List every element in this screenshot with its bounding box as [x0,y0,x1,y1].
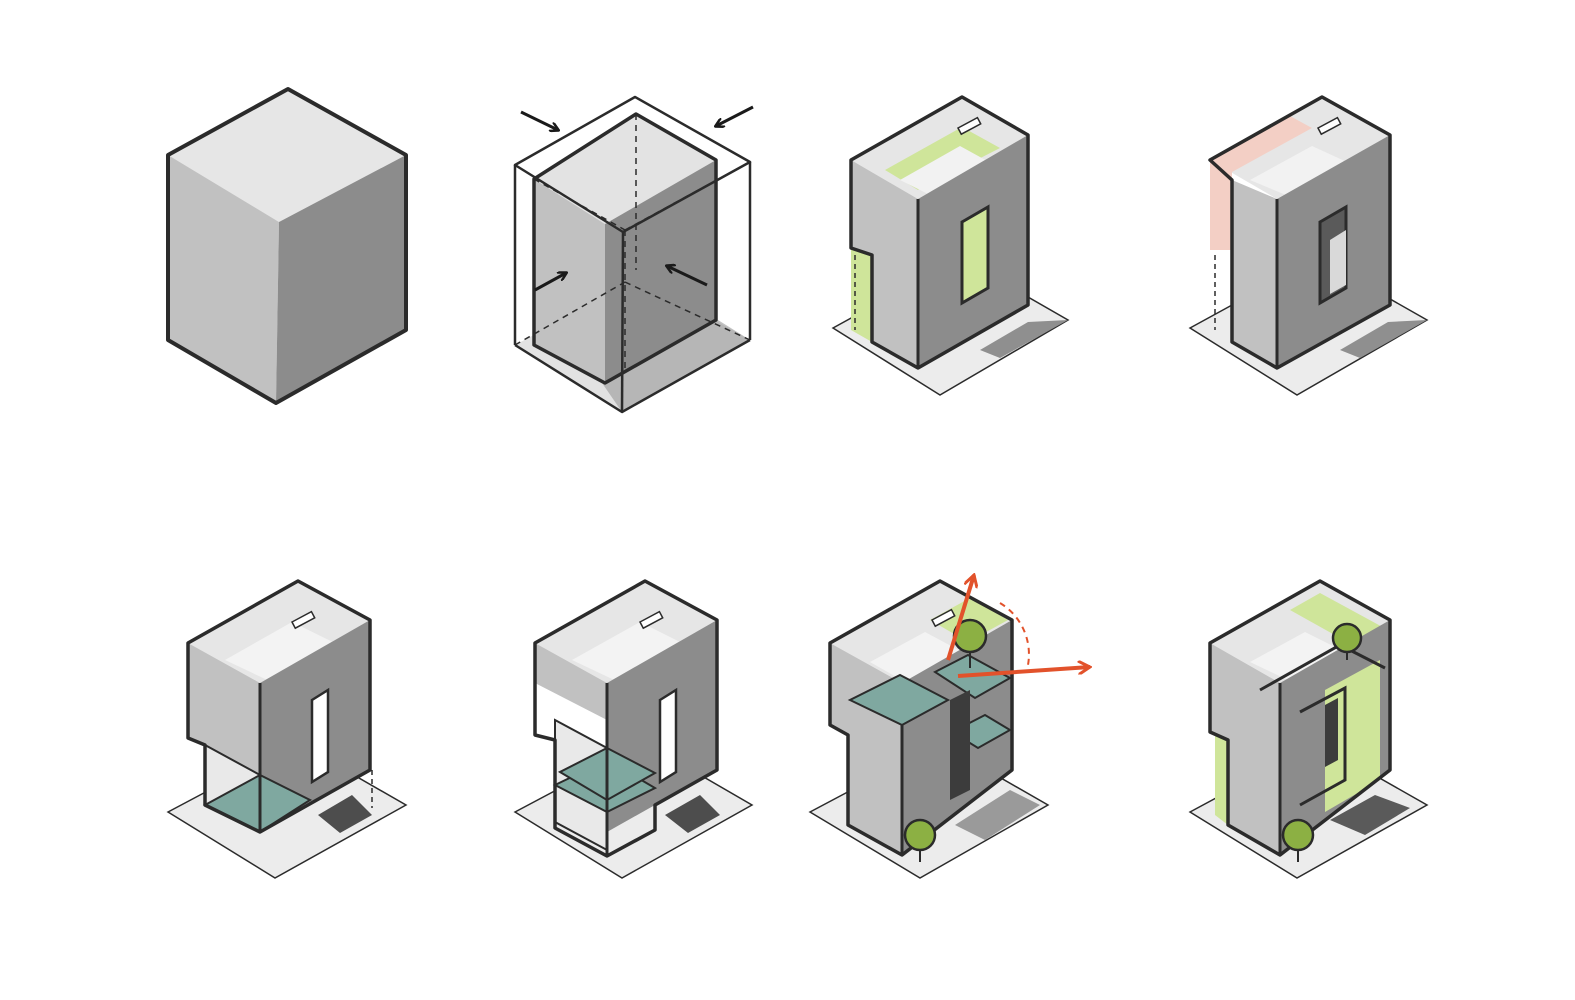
skylight-slot [290,610,316,630]
window-slot-icon [1325,698,1338,767]
tree-icon [903,818,937,862]
building-outline [533,579,719,858]
window-slot-icon [950,690,970,800]
cube-icon [166,87,408,405]
window-slot-icon [310,687,330,785]
shadow [980,320,1068,358]
shadow [955,790,1040,840]
left-face [851,160,918,368]
cube-left-face [168,155,279,403]
window-slot-icon [960,204,990,306]
frame-box-icon [513,95,752,414]
roof-floor [225,622,345,686]
inner-left [534,179,605,383]
building-outline [1208,95,1392,370]
inner-right [605,160,716,383]
roof-floor [572,622,692,686]
tree-icon [1331,622,1363,660]
courtyard-floor [1250,146,1360,200]
compress-arrow-icon [520,105,754,292]
step-1-cube [166,87,408,405]
green-right-panel [1325,660,1380,812]
top-rim [1210,97,1390,199]
shadow [665,795,720,833]
top-rim [1210,581,1390,683]
step-5-glass [166,579,408,879]
step-3-courtyard [831,95,1070,396]
green-recess [851,248,872,342]
step-2-compress [513,95,754,414]
glass-floor-icon [847,673,951,727]
skylight-slot [638,610,664,630]
left-face [1210,643,1280,855]
step-7-views [808,575,1090,879]
window-slot-icon [658,687,678,785]
skylight-slot [956,116,982,136]
shadow [318,795,372,833]
courtyard-floor [900,146,1000,200]
window-light [1330,230,1346,294]
green-balcony-icon [1290,593,1388,648]
cube-right-face [276,155,406,403]
skylight-slot [1316,116,1342,136]
left-face [1232,180,1277,368]
shadow [600,320,750,412]
skylight-slot [930,608,956,628]
tree-icon [1281,818,1315,862]
step-8-green [1188,579,1429,879]
shadow [1340,320,1427,358]
step-6-glass-floors [513,579,754,879]
upper-left-face [188,643,260,775]
view-arrow-icon [946,575,1090,678]
roof-floor [870,632,968,686]
pink-wall-icon [1210,116,1312,250]
step-4-pink-wall [1188,95,1429,396]
upper-left-face [535,643,607,720]
green-left [1215,735,1228,825]
roof-floor [1250,632,1345,682]
inner-top [534,114,716,224]
shadow [1330,795,1410,835]
